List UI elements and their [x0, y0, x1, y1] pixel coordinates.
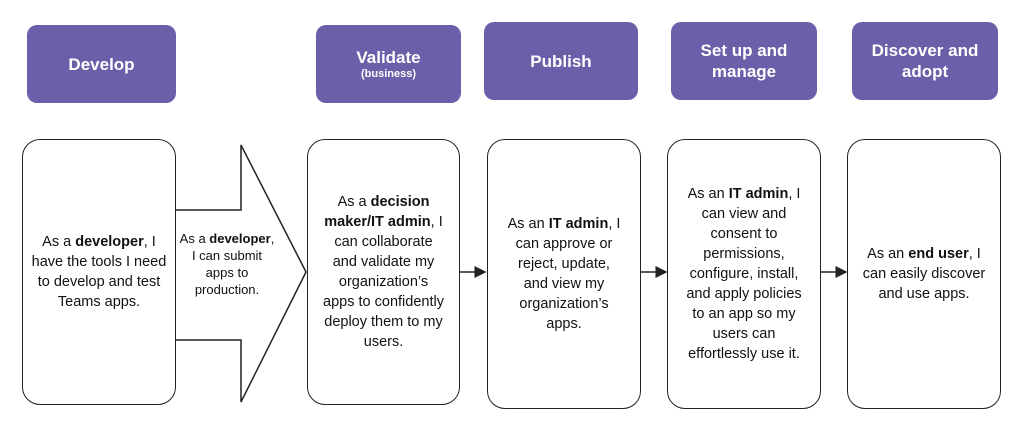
- stage-header-validate: Validate (business): [316, 25, 461, 103]
- arrow-note-text: As a developer, I can submit apps to pro…: [179, 231, 275, 297]
- card-text: As a decision maker/IT admin, I can coll…: [323, 194, 444, 350]
- stage-header-develop: Develop: [27, 25, 176, 103]
- block-arrow-note: As a developer, I can submit apps to pro…: [178, 230, 276, 298]
- card-discover: As an end user, I can easily discover an…: [847, 139, 1001, 409]
- card-setup: As an IT admin, I can view and consent t…: [667, 139, 821, 409]
- stage-header-publish: Publish: [484, 22, 638, 100]
- card-text: As an IT admin, I can view and consent t…: [686, 186, 802, 362]
- stage-subtitle: (business): [360, 68, 416, 80]
- stage-header-setup: Set up and manage: [671, 22, 817, 100]
- stage-title: Validate: [356, 48, 421, 67]
- stage-title: Develop: [68, 54, 135, 74]
- card-text: As a developer, I have the tools I need …: [31, 234, 167, 310]
- stage-header-discover: Discover and adopt: [852, 22, 998, 100]
- card-validate: As a decision maker/IT admin, I can coll…: [307, 139, 460, 405]
- stage-title: Set up and manage: [700, 41, 788, 81]
- block-arrow-shape: [176, 144, 307, 403]
- card-publish: As an IT admin, I can approve or reject,…: [487, 139, 641, 409]
- card-develop: As a developer, I have the tools I need …: [22, 139, 176, 405]
- stage-title: Discover and adopt: [871, 41, 979, 81]
- card-text: As an end user, I can easily discover an…: [862, 246, 986, 302]
- card-text: As an IT admin, I can approve or reject,…: [507, 216, 621, 332]
- stage-title: Publish: [530, 51, 592, 71]
